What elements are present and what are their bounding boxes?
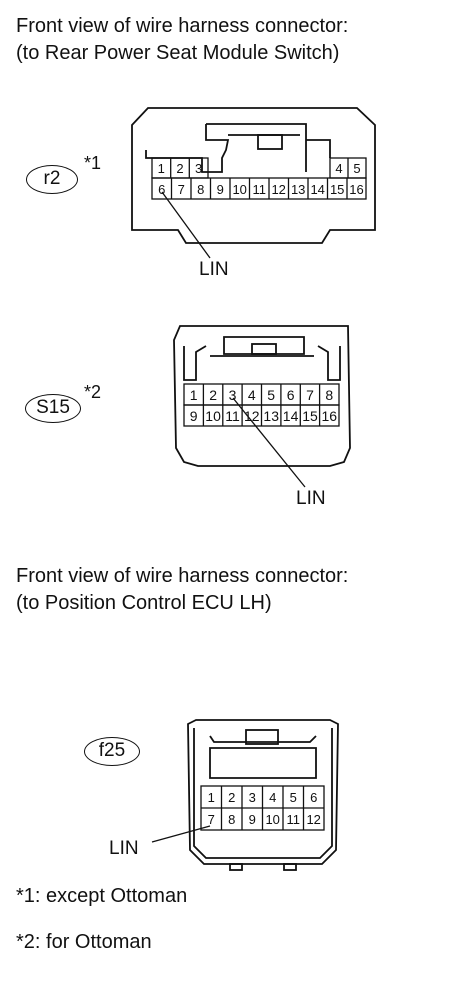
note-2: *2: for Ottoman xyxy=(16,931,152,953)
pin-label: 5 xyxy=(353,161,360,176)
connector-s15-housing xyxy=(173,325,351,467)
pin-label: 16 xyxy=(322,408,338,424)
pin-label: 1 xyxy=(208,790,215,805)
note-1: *1: except Ottoman xyxy=(16,885,188,907)
pin-label: 9 xyxy=(249,812,256,827)
lin-leader-line-s15 xyxy=(232,397,306,488)
connector-code-r2: r2 xyxy=(26,165,78,194)
pin-label: 13 xyxy=(263,408,279,424)
lin-label-s15: LIN xyxy=(296,488,326,509)
pin-label: 1 xyxy=(190,387,198,403)
pin-label: 6 xyxy=(310,790,317,805)
pin-label: 3 xyxy=(249,790,256,805)
pin-label: 8 xyxy=(325,387,333,403)
pin-label: 10 xyxy=(265,812,279,827)
pin-label: 5 xyxy=(290,790,297,805)
pin-label: 8 xyxy=(197,182,204,197)
pin-label: 15 xyxy=(302,408,318,424)
pin-label: 12 xyxy=(271,182,285,197)
pin-label: 4 xyxy=(248,387,256,403)
lin-leader-line-r2 xyxy=(161,191,211,259)
connector-code-s15: S15 xyxy=(25,394,81,423)
connector-f25-pins xyxy=(200,785,325,831)
pin-label: 5 xyxy=(267,387,275,403)
section1-title-line1: Front view of wire harness connector: xyxy=(16,15,349,37)
pin-label: 2 xyxy=(228,790,235,805)
pin-label: 7 xyxy=(178,182,185,197)
section2-title-line1: Front view of wire harness connector: xyxy=(16,565,349,587)
lin-label-f25: LIN xyxy=(109,838,139,859)
pin-label: 3 xyxy=(195,161,202,176)
pin-label: 13 xyxy=(291,182,305,197)
pin-label: 10 xyxy=(232,182,246,197)
pin-label: 7 xyxy=(208,812,215,827)
pin-label: 2 xyxy=(209,387,217,403)
pin-label: 11 xyxy=(225,408,240,424)
pin-label: 1 xyxy=(158,161,165,176)
connector-s15-pins xyxy=(183,383,340,427)
pin-label: 12 xyxy=(306,812,320,827)
pin-label: 8 xyxy=(228,812,235,827)
connector-r2-pins xyxy=(151,157,367,200)
connector-r2-pin-numbers: 1 2 3 4 5 6 7 8 9 10 11 12 13 14 15 16 xyxy=(158,161,364,197)
pin-label: 15 xyxy=(330,182,344,197)
pin-label: 16 xyxy=(349,182,363,197)
pin-label: 7 xyxy=(306,387,314,403)
note-mark-1: *1 xyxy=(84,153,102,173)
pin-label: 3 xyxy=(229,387,237,403)
pin-label: 12 xyxy=(244,408,260,424)
pin-label: 9 xyxy=(190,408,198,424)
section2-title-line2: (to Position Control ECU LH) xyxy=(16,592,272,614)
lin-label-r2: LIN xyxy=(199,259,229,280)
pin-label: 4 xyxy=(269,790,276,805)
connector-f25-housing xyxy=(187,719,339,871)
connector-s15-pin-numbers: 1 2 3 4 5 6 7 8 9 10 11 12 13 14 15 16 xyxy=(190,387,337,424)
pin-label: 11 xyxy=(252,182,266,197)
connector-f25-pin-numbers: 1 2 3 4 5 6 7 8 9 10 11 12 xyxy=(208,790,321,827)
note-mark-2: *2 xyxy=(84,382,102,402)
lin-leader-line-f25 xyxy=(151,825,211,843)
pin-label: 2 xyxy=(176,161,183,176)
pin-label: 11 xyxy=(286,812,300,827)
pin-label: 6 xyxy=(158,182,165,197)
pin-label: 10 xyxy=(205,408,221,424)
section1-title-line2: (to Rear Power Seat Module Switch) xyxy=(16,42,340,64)
connector-code-f25: f25 xyxy=(84,737,140,766)
pin-label: 4 xyxy=(335,161,342,176)
pin-label: 9 xyxy=(217,182,224,197)
pin-label: 14 xyxy=(310,182,324,197)
pin-label: 6 xyxy=(287,387,295,403)
pin-label: 14 xyxy=(283,408,299,424)
